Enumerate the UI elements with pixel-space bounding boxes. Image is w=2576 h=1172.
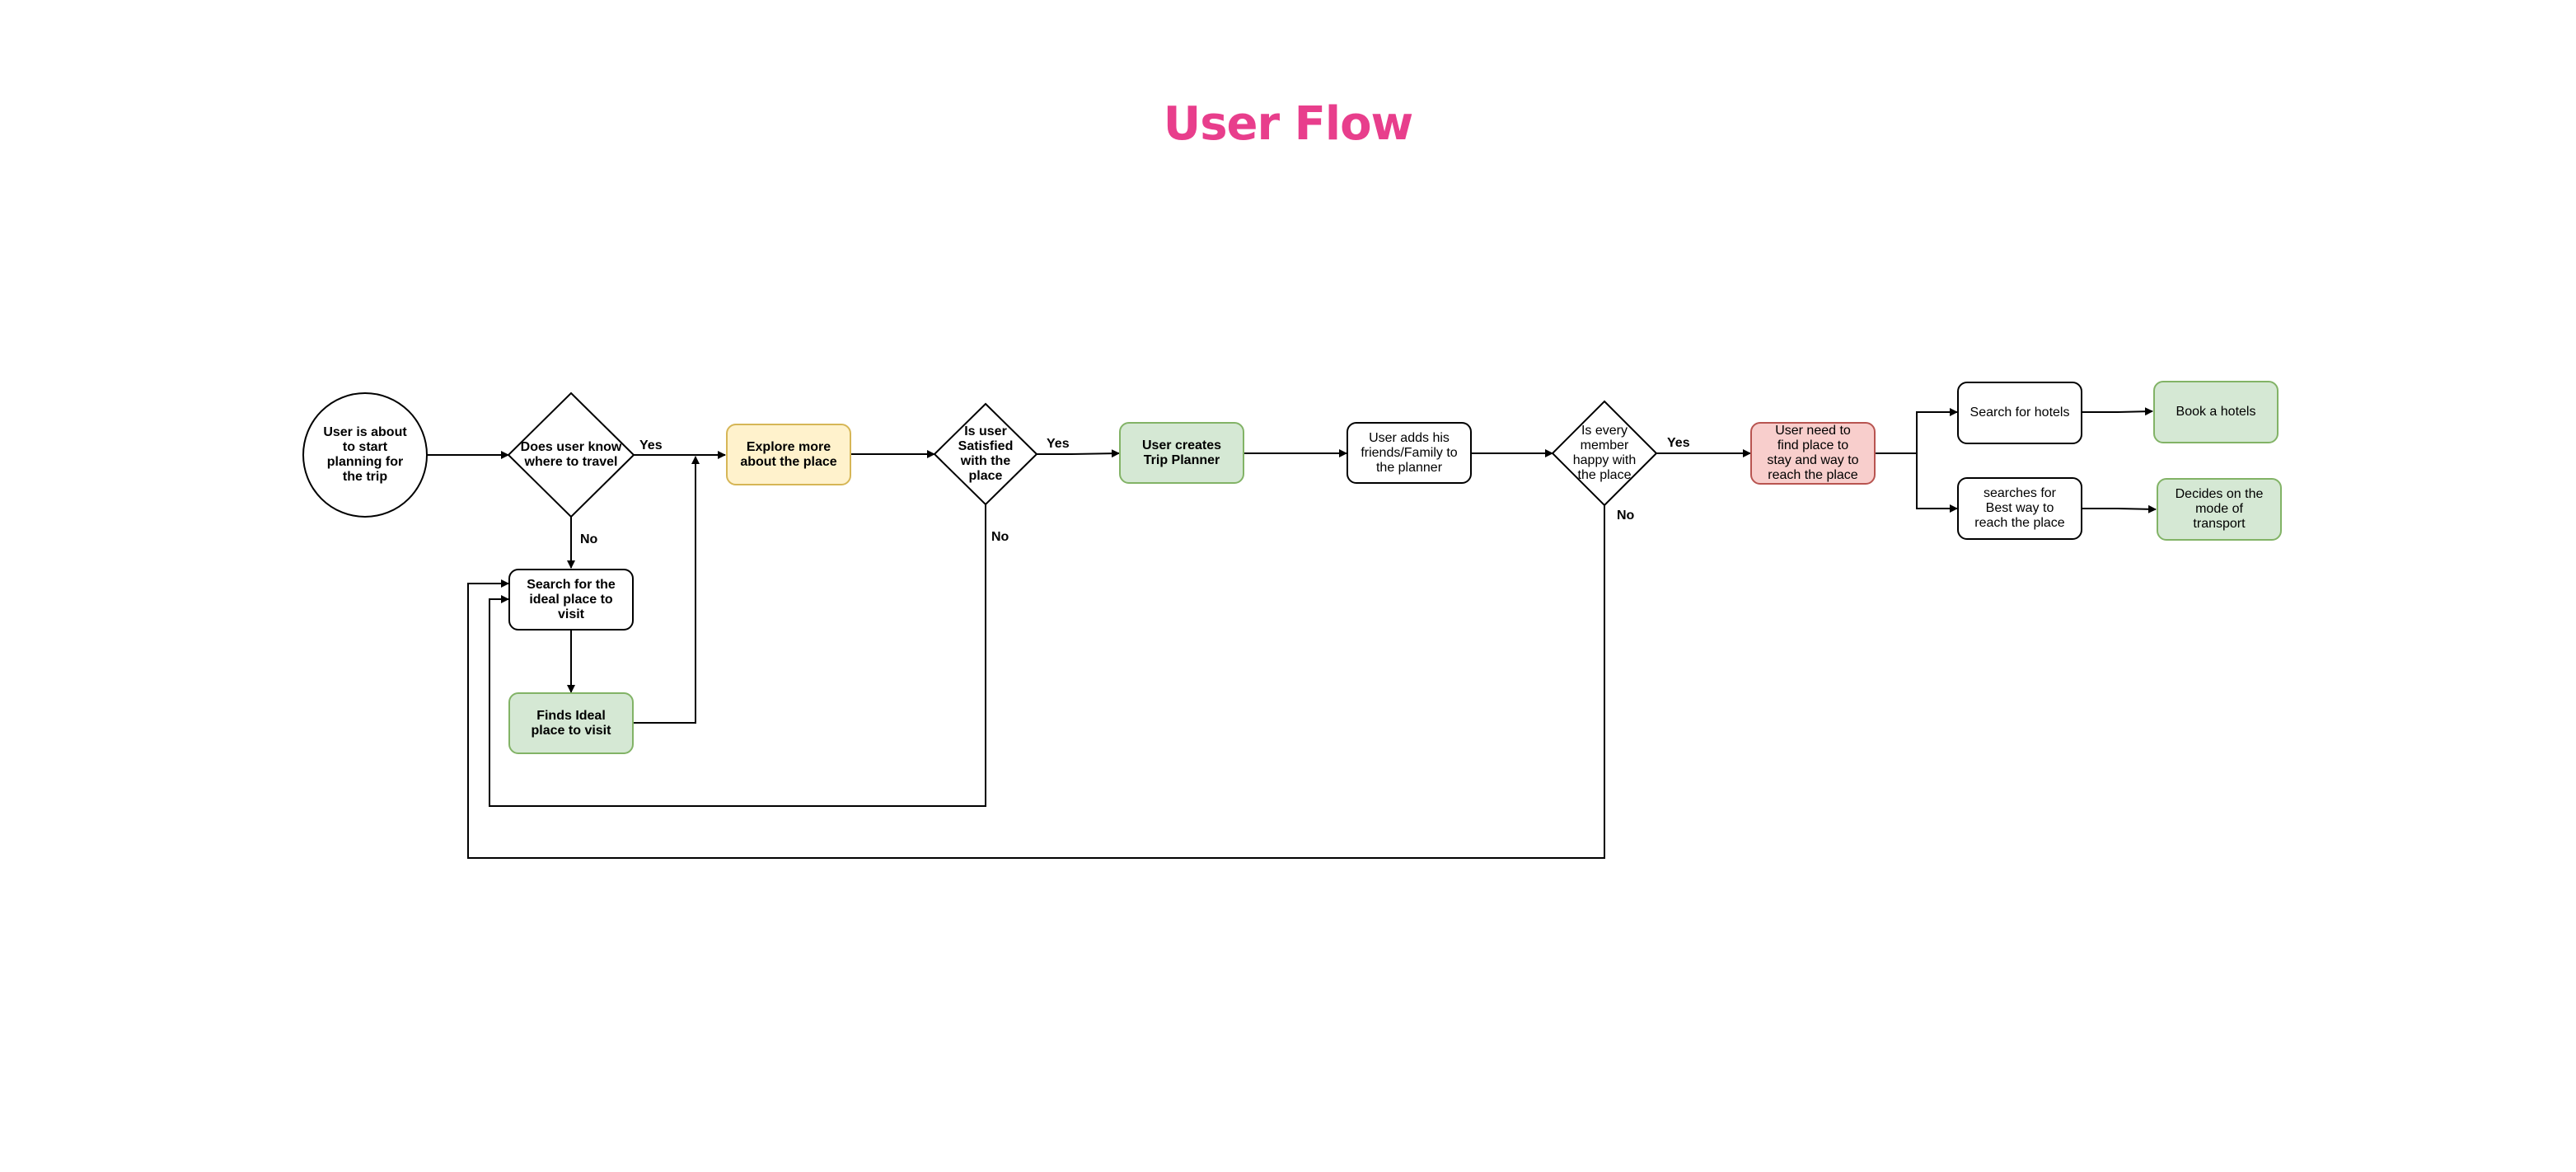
search-hotels-node-label: Search for hotels — [1969, 406, 2070, 420]
decision-satisfied-label: Is user Satisfied with the place — [958, 424, 1014, 483]
edge-label-happy-no: No — [1617, 509, 1635, 523]
edge-satisfied-search — [489, 504, 986, 807]
edge-label-happy-yes: Yes — [1667, 436, 1690, 450]
decision-everyone-happy-label: Is every member happy with the place — [1572, 424, 1637, 482]
edge-label-know-no: No — [580, 532, 598, 546]
edge-stay-hotels — [1876, 408, 1958, 454]
explore-node: Explore more about the place — [726, 424, 851, 485]
edge-hotels-book — [2082, 407, 2153, 416]
explore-node-label: Explore more about the place — [740, 439, 837, 469]
search-place-node-label: Search for the ideal place to visit — [527, 577, 616, 621]
edge-stay-way — [1916, 453, 1958, 513]
edge-happy-search — [467, 505, 1605, 859]
search-hotels-node: Search for hotels — [1957, 382, 2082, 444]
finds-place-node: Finds Ideal place to visit — [508, 692, 634, 754]
search-way-node: searches for Best way to reach the place — [1957, 477, 2082, 540]
create-planner-node-label: User creates Trip Planner — [1141, 438, 1222, 467]
page-title: User Flow — [1163, 97, 1414, 151]
add-friends-node-label: User adds his friends/Family to the plan… — [1361, 430, 1458, 475]
start-node: User is about to start planning for the … — [302, 392, 428, 518]
edge-label-satisfied-no: No — [991, 530, 1009, 544]
find-stay-node-label: User need to find place to stay and way … — [1767, 424, 1859, 482]
edge-label-satisfied-yes: Yes — [1047, 437, 1070, 451]
edge-label-know-yes: Yes — [639, 438, 663, 452]
search-place-node: Search for the ideal place to visit — [508, 569, 634, 631]
book-hotels-node: Book a hotels — [2153, 381, 2279, 443]
decision-satisfied: Is user Satisfied with the place — [941, 424, 1030, 484]
start-node-label: User is about to start planning for the … — [323, 425, 407, 484]
add-friends-node: User adds his friends/Family to the plan… — [1347, 422, 1472, 484]
decision-everyone-happy: Is every member happy with the place — [1561, 420, 1648, 486]
edge-finds-explore — [634, 456, 700, 724]
decide-transport-node-label: Decides on the mode of transport — [2175, 487, 2264, 531]
edge-satisfied-planner — [1037, 449, 1120, 458]
book-hotels-node-label: Book a hotels — [2176, 405, 2256, 419]
decision-know-where: Does user know where to travel — [517, 426, 625, 484]
decide-transport-node: Decides on the mode of transport — [2157, 478, 2282, 541]
create-planner-node: User creates Trip Planner — [1119, 422, 1244, 484]
find-stay-node: User need to find place to stay and way … — [1750, 422, 1876, 485]
search-way-node-label: searches for Best way to reach the place — [1974, 486, 2065, 530]
decision-know-where-label: Does user know where to travel — [520, 440, 622, 469]
finds-place-node-label: Finds Ideal place to visit — [531, 708, 611, 738]
